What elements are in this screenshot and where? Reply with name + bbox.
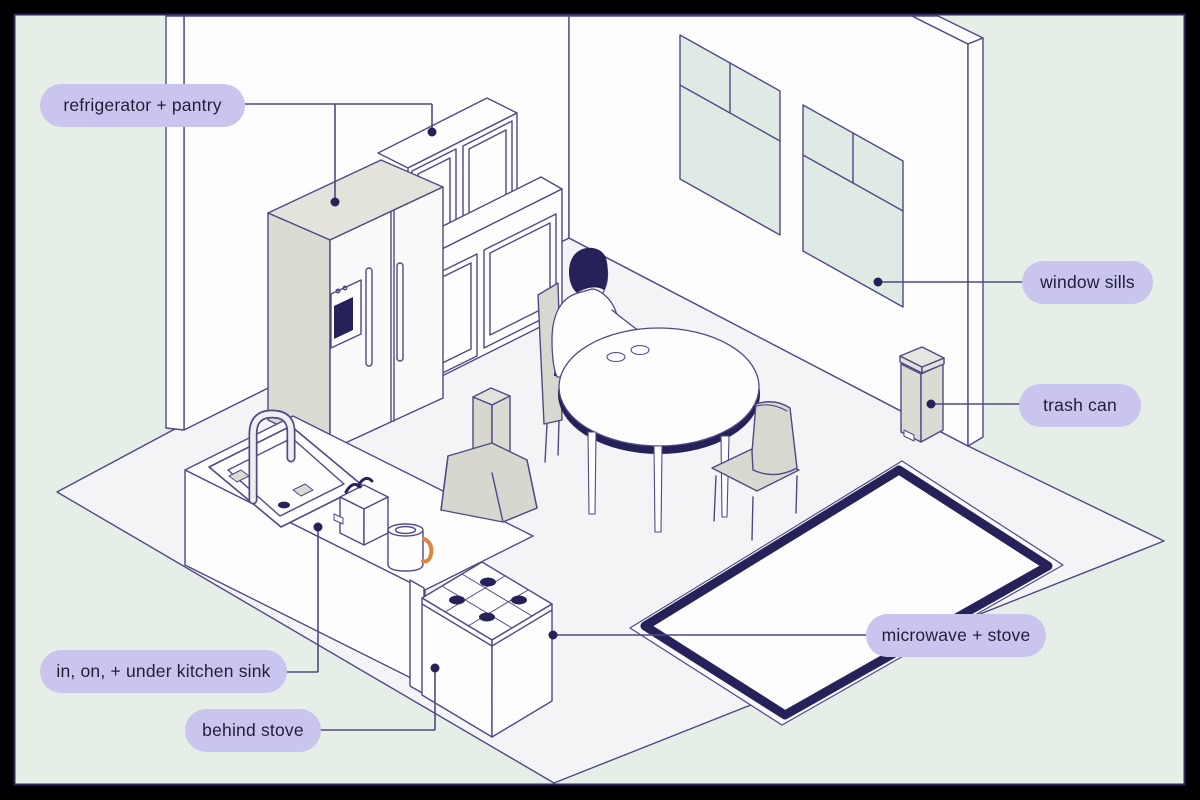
window-wall-side-edge <box>967 37 984 447</box>
rug <box>629 460 1064 726</box>
callout-refrigerator-pantry: refrigerator + pantry <box>40 84 245 127</box>
callout-label: trash can <box>1043 395 1117 415</box>
callout-label: behind stove <box>202 720 304 740</box>
callout-label: refrigerator + pantry <box>63 95 222 115</box>
callout-trash-can: trash can <box>1019 384 1141 427</box>
kitchen-counter <box>184 409 534 686</box>
callout-microwave-stove: microwave + stove <box>866 614 1046 657</box>
refrigerator <box>267 159 444 451</box>
trash-can-pedal <box>903 429 915 442</box>
leader-dots <box>313 127 936 673</box>
range-hood <box>440 387 538 523</box>
trash-can <box>899 346 945 443</box>
callout-label: window sills <box>1040 272 1135 292</box>
left-wall-edge <box>165 15 185 431</box>
person-hair <box>568 247 608 293</box>
callout-kitchen-sink: in, on, + under kitchen sink <box>40 650 287 693</box>
kettle <box>387 523 434 572</box>
stove-burners <box>449 577 527 622</box>
dining-table <box>558 327 760 533</box>
window-right <box>802 104 904 308</box>
callout-behind-stove: behind stove <box>185 709 321 752</box>
person-hands <box>606 344 650 363</box>
callout-label: in, on, + under kitchen sink <box>56 661 271 681</box>
dining-chair-empty <box>711 401 800 541</box>
toaster <box>333 476 389 546</box>
callout-window-sills: window sills <box>1022 261 1153 304</box>
window-left <box>679 34 781 236</box>
callout-label: microwave + stove <box>881 625 1031 645</box>
kettle-handle <box>421 537 434 564</box>
stove <box>409 561 553 738</box>
faucet <box>228 409 314 509</box>
